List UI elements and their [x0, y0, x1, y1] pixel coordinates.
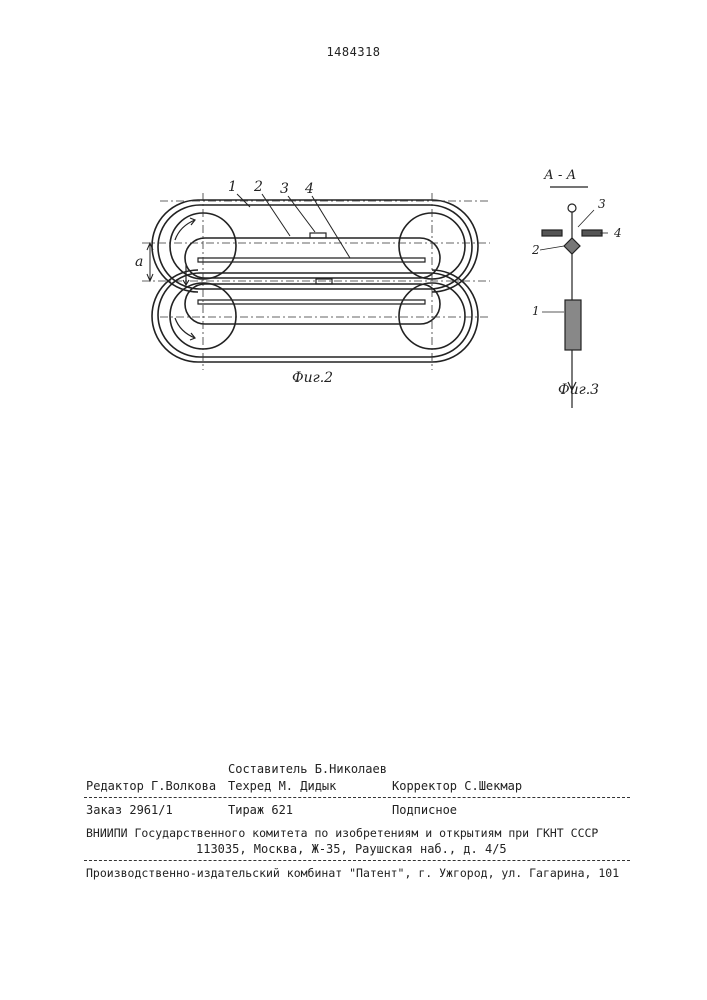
circulation: Тираж 621 — [228, 803, 293, 817]
fig3-label-3: 3 — [598, 197, 606, 211]
outer-belt-loop-lower — [158, 273, 472, 357]
label-1: 1 — [228, 179, 237, 195]
divider — [84, 797, 630, 798]
institute: ВНИИПИ Государственного комитета по изоб… — [86, 826, 598, 840]
outer-belt-loop — [158, 205, 472, 289]
label-4: 4 — [304, 181, 314, 197]
techred: Техред М. Дидык — [228, 779, 336, 793]
corrector: Корректор С.Шекмар — [392, 779, 522, 793]
figure-2-caption: Фиг.2 — [292, 370, 333, 386]
divider — [84, 860, 630, 861]
dimension-a: a — [135, 254, 143, 270]
subscription: Подписное — [392, 803, 457, 817]
label-3: 3 — [280, 181, 289, 197]
figure-3-drawing: 3 4 2 1 — [520, 160, 640, 410]
order: Заказ 2961/1 — [86, 803, 173, 817]
address: 113035, Москва, Ж-35, Раушская наб., д. … — [196, 842, 507, 856]
fig3-label-2: 2 — [531, 243, 540, 257]
label-2: 2 — [253, 179, 263, 195]
fig3-label-1: 1 — [532, 304, 540, 318]
publisher: Производственно-издательский комбинат "П… — [86, 866, 619, 880]
section-title: А - А — [544, 168, 576, 183]
fig3-label-4: 4 — [613, 226, 622, 240]
figure-3-caption: Фиг.3 — [558, 382, 599, 398]
compiler: Составитель Б.Николаев — [228, 762, 387, 776]
editor: Редактор Г.Волкова — [86, 779, 216, 793]
